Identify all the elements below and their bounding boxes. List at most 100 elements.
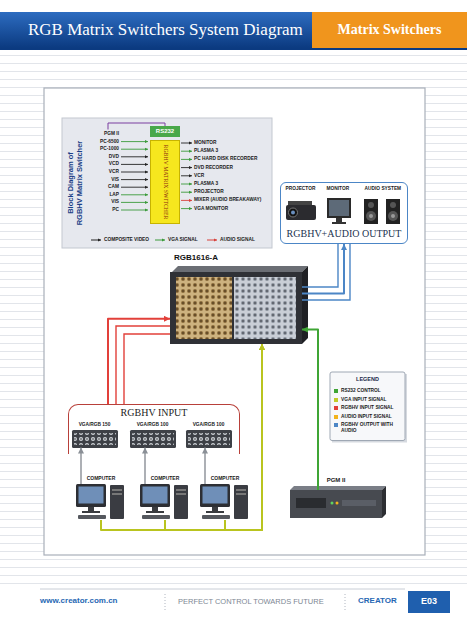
output-device-label: VCR [194,173,204,179]
projector-icon [291,211,295,215]
legend-swatch [334,398,338,402]
block-output-arrows [181,192,192,193]
matrix-switcher-unit: RGB1616-A [170,272,302,344]
matrix-rack-picture [170,266,308,344]
input-source-label: VCD [59,161,119,167]
speaker-icon [364,199,378,224]
monitor-icon [327,198,351,218]
distribution-amplifier: VGA/RGB 100 [186,430,232,448]
legend-frame [330,372,407,443]
block-input-arrows [121,141,148,142]
distribution-amplifier-picture [72,430,118,448]
header-band [0,48,467,50]
output-device-label: MONITOR [194,140,217,146]
matrix-rack-picture [302,266,308,344]
computer-picture [200,484,248,519]
computer-picture [140,484,188,519]
matrix-switcher-box: RGBHV MATRIX SWITCHER [150,140,180,224]
matrix-rack-picture [176,277,232,339]
speaker-icon [390,202,396,208]
footer-rule [408,591,450,613]
footer-brand: CREATOR [358,596,397,606]
input-source-label: PC-6500 [59,139,119,145]
page-rules [0,55,467,585]
footer-rule [165,594,166,610]
projector-icon [286,201,316,220]
monitor-icon [332,222,346,224]
computer: COMPUTER [200,484,250,520]
extra-output-cables [302,244,338,287]
control-unit-picture [382,486,386,518]
control-unit-picture [290,486,386,518]
control-label: PGM II [327,477,346,484]
extra-output-cables [302,244,350,300]
block-output-arrows [181,200,192,201]
input-source-label: PC [59,207,119,213]
control-computer: PGM II [290,490,382,518]
block-panel-ground [62,118,272,248]
panel-heading: Block Diagram of RGBHV Matrix Switcher [66,139,84,227]
legend-swatch [334,423,338,427]
input-source-label: LAP [59,192,119,198]
signal-key-label: VGA SIGNAL [168,237,198,243]
block-output-arrows [181,143,192,209]
output-group-frame: PROJECTORMONITORAUDIO SYSTEMRGBHV+AUDIO … [280,182,409,244]
signal-key-samples [91,240,101,241]
header-band [0,12,467,50]
control-unit-picture [296,498,326,508]
signal-key-samples [207,240,217,241]
output-device-label: DVD RECORDER [194,165,233,171]
output-device-label: MIXER (AUDIO BREAKAWAY) [194,197,261,203]
speaker-icon [386,199,400,224]
speaker-icon [391,214,395,218]
legend-entry: RGBHV INPUT SIGNAL [334,405,402,411]
output-group-title: RGBHV+AUDIO OUTPUT [284,228,405,240]
block-input-arrows [121,194,148,195]
matrix-rack-picture [172,266,308,272]
legend-text: AUDIO INPUT SIGNAL [341,414,399,420]
footer-rule [40,589,405,590]
output-device-label: PROJECTOR [194,189,224,195]
monitor-icon [336,218,342,222]
block-input-arrows [121,210,148,211]
block-input-arrows [121,142,148,210]
device-label: AUDIO SYSTEM [365,186,402,192]
amplifier-label: VGA/RGB 150 [79,422,111,428]
block-input-arrows [121,179,148,180]
computer-label: COMPUTER [151,475,180,481]
port-label: RS232 [156,128,174,135]
signal-cable [108,319,170,404]
distribution-amplifier-picture [130,430,176,448]
block-output-arrows [181,208,192,209]
signal-cable [302,244,344,294]
signal-cable [101,344,262,530]
page-title: RGB Matrix Switchers System Diagram [28,19,303,41]
signal-cable [302,330,318,490]
legend-text: RS232 CONTROL [341,388,399,394]
computer: COMPUTER [140,484,190,520]
matrix-rack-picture [234,277,296,339]
block-output-arrows [181,151,192,152]
page-number: E03 [408,596,450,607]
block-input-arrows [121,149,148,150]
computer-label: COMPUTER [211,475,240,481]
signal-cable [204,448,205,485]
signal-cable [225,344,262,530]
input-group-title: RGBHV INPUT [121,407,188,419]
distribution-amplifier-picture [72,430,232,448]
speaker-icon [368,202,374,208]
signal-key-label: COMPOSITE VIDEO [104,237,149,243]
legend-list: RS232 CONTROLVGA INPUT SIGNALRGBHV INPUT… [334,388,402,437]
computer-picture [76,484,248,519]
legend-entry: RGBHV OUTPUT WITH AUDIO [334,422,402,434]
control-unit-picture [331,502,334,505]
input-source-label: PGM II [59,131,119,137]
block-input-arrows [121,172,148,173]
legend-text: RGBHV OUTPUT WITH AUDIO [341,422,399,434]
footer-rule [40,589,450,613]
signal-cable [80,448,81,485]
switcher-label: RGBHV MATRIX SWITCHER [162,145,169,220]
extra-input-cables [116,326,170,404]
block-output-arrows [181,175,192,176]
speaker-icon [369,214,373,218]
